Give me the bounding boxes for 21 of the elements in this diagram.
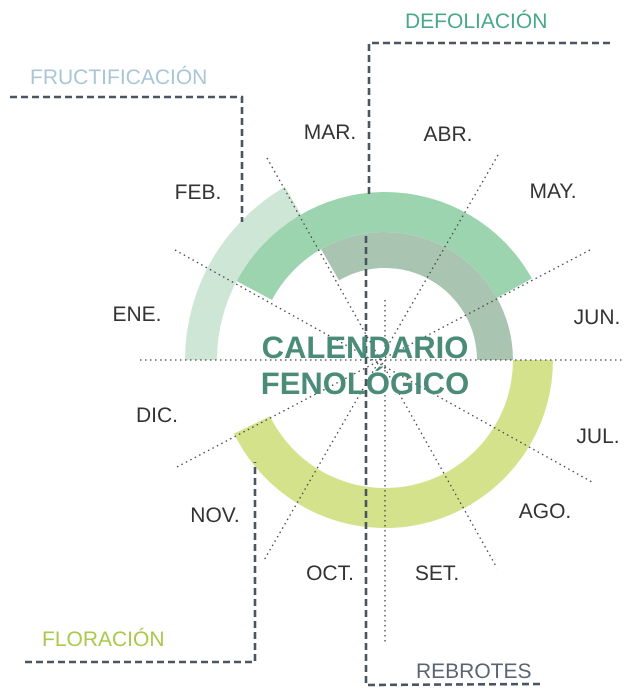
leader-line xyxy=(368,42,610,196)
phase-label: FLORACIÓN xyxy=(42,628,165,652)
phase-label: REBROTES xyxy=(416,660,532,684)
month-label: JUN. xyxy=(574,306,620,330)
month-label: FEB. xyxy=(174,181,222,205)
phase-arc xyxy=(236,192,532,300)
month-label: SET. xyxy=(414,562,460,586)
month-label: DIC. xyxy=(136,404,178,428)
month-label: MAR. xyxy=(304,121,356,145)
phase-label: FRUCTIFICACIÓN xyxy=(30,66,208,90)
month-label: JUL. xyxy=(576,425,620,449)
leader-line xyxy=(25,462,256,664)
month-label: OCT. xyxy=(306,562,354,586)
month-label: NOV. xyxy=(190,504,240,528)
leader-line xyxy=(10,96,244,222)
month-label: ENE. xyxy=(112,303,162,327)
month-label: AGO. xyxy=(518,500,572,524)
month-label: ABR. xyxy=(424,123,472,147)
leader-line xyxy=(364,236,540,686)
month-label: MAY. xyxy=(529,180,577,204)
phase-label: DEFOLIACIÓN xyxy=(405,10,548,34)
